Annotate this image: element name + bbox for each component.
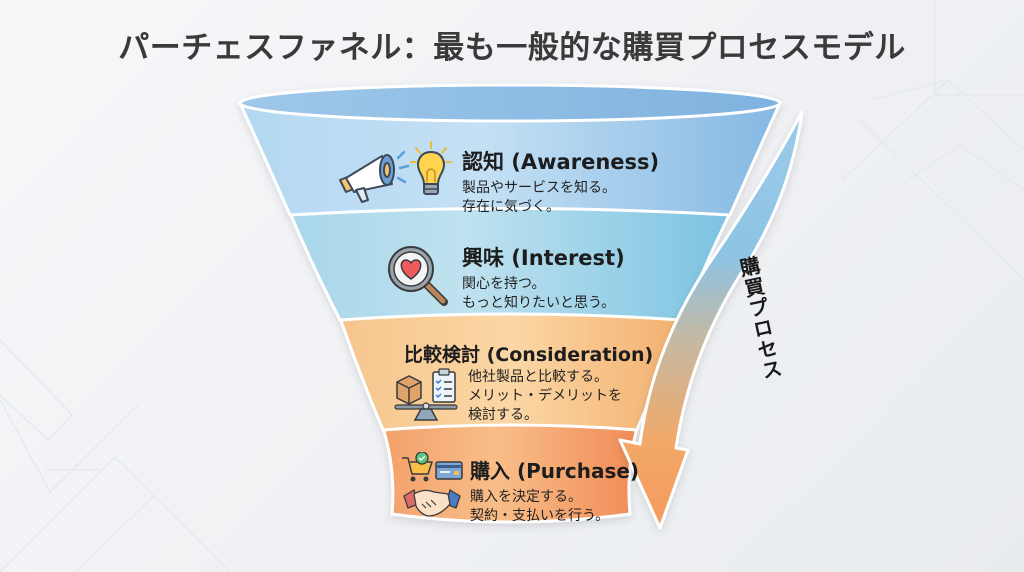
awareness-icons xyxy=(334,140,459,214)
shopping-cart-icon xyxy=(402,451,463,517)
stage-desc-line: もっと知りたいと思う。 xyxy=(462,295,616,311)
box-icon xyxy=(396,375,422,405)
stage-desc-line: 契約・支払いを行う。 xyxy=(470,508,610,524)
stage-desc-line: 検討する。 xyxy=(468,407,538,423)
stage-desc-line: 関心を持つ。 xyxy=(462,276,546,292)
consideration-icons xyxy=(393,368,463,428)
stage-title: 購入 (Purchase) xyxy=(470,459,640,483)
checklist-icon xyxy=(432,368,456,403)
credit-card-icon xyxy=(435,461,463,480)
interest-icons xyxy=(384,242,454,316)
process-arrow xyxy=(618,110,804,530)
stage-awareness: 認知 (Awareness) 製品やサービスを知る。 存在に気づく。 xyxy=(462,146,659,217)
stage-desc-line: 購入を決定する。 xyxy=(470,489,582,505)
stage-desc-line: メリット・デメリットを xyxy=(468,388,622,404)
stage-consideration: 他社製品と比較する。 メリット・デメリットを 検討する。 xyxy=(468,368,622,425)
stage-title: 興味 (Interest) xyxy=(462,246,625,270)
stage-desc-line: 存在に気づく。 xyxy=(462,199,560,215)
stage-interest: 興味 (Interest) 関心を持つ。 もっと知りたいと思う。 xyxy=(462,242,625,313)
lightbulb-icon xyxy=(410,141,452,195)
stage-desc-line: 他社製品と比較する。 xyxy=(468,369,608,385)
page-title: パーチェスファネル：最も一般的な購買プロセスモデル xyxy=(118,30,906,66)
balance-scale-icon xyxy=(394,368,458,421)
stage-desc-line: 製品やサービスを知る。 xyxy=(462,180,616,196)
stage-purchase: 購入 (Purchase) 購入を決定する。 契約・支払いを行う。 xyxy=(470,455,639,526)
stage-title: 認知 (Awareness) xyxy=(462,150,660,174)
magnifier-heart-icon xyxy=(388,246,448,306)
stage-title: 比較検討 (Consideration) xyxy=(404,344,654,366)
stage-consideration-title-wrap: 比較検討 (Consideration) xyxy=(404,340,653,367)
purchase-icons xyxy=(400,451,464,526)
handshake-icon xyxy=(403,489,461,517)
megaphone-icon xyxy=(339,141,452,203)
